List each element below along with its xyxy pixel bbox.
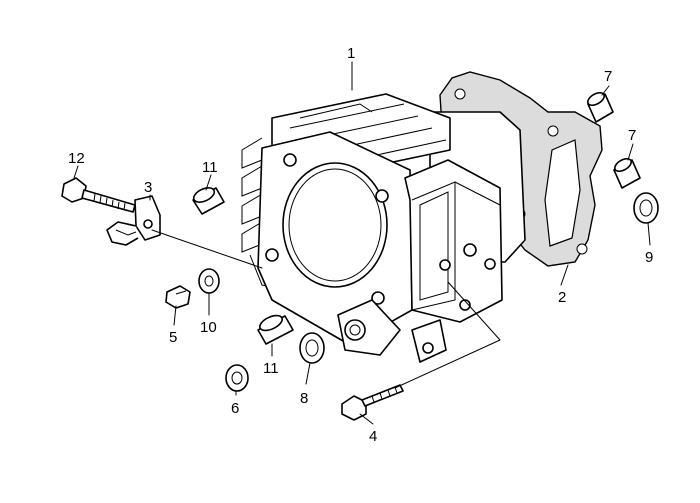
callout-9: 9 (645, 249, 653, 266)
callout-11-lower: 11 (263, 360, 279, 377)
small-bolt-part (165, 285, 191, 309)
callout-8: 8 (300, 390, 308, 407)
dowel-pin-part (257, 314, 294, 345)
o-ring-part (299, 332, 325, 364)
callout-4: 4 (369, 428, 377, 445)
callout-12: 12 (68, 150, 85, 167)
callout-1: 1 (347, 45, 355, 62)
dowel-pin-part (587, 91, 614, 123)
callout-10: 10 (200, 319, 217, 336)
flange-bolt-part (61, 177, 136, 213)
callout-11-upper: 11 (202, 159, 218, 176)
callout-labels: 1 2 3 4 5 6 7 7 8 9 10 11 11 12 (68, 45, 653, 445)
washer-part (198, 268, 220, 294)
callout-3: 3 (144, 179, 152, 196)
bracket-clip-part (106, 195, 161, 246)
leader-lines (73, 61, 651, 425)
callout-7-lower: 7 (628, 127, 636, 144)
cylinder-body-part (241, 93, 526, 363)
callout-7-upper: 7 (604, 68, 612, 85)
callout-5: 5 (169, 329, 177, 346)
callout-2: 2 (558, 289, 566, 306)
long-bolt-part (341, 384, 404, 421)
washer-part (225, 364, 249, 392)
callout-6: 6 (231, 400, 239, 417)
o-ring-part (633, 192, 659, 224)
dowel-pin-part (613, 157, 641, 189)
dowel-pin-part (192, 187, 225, 215)
